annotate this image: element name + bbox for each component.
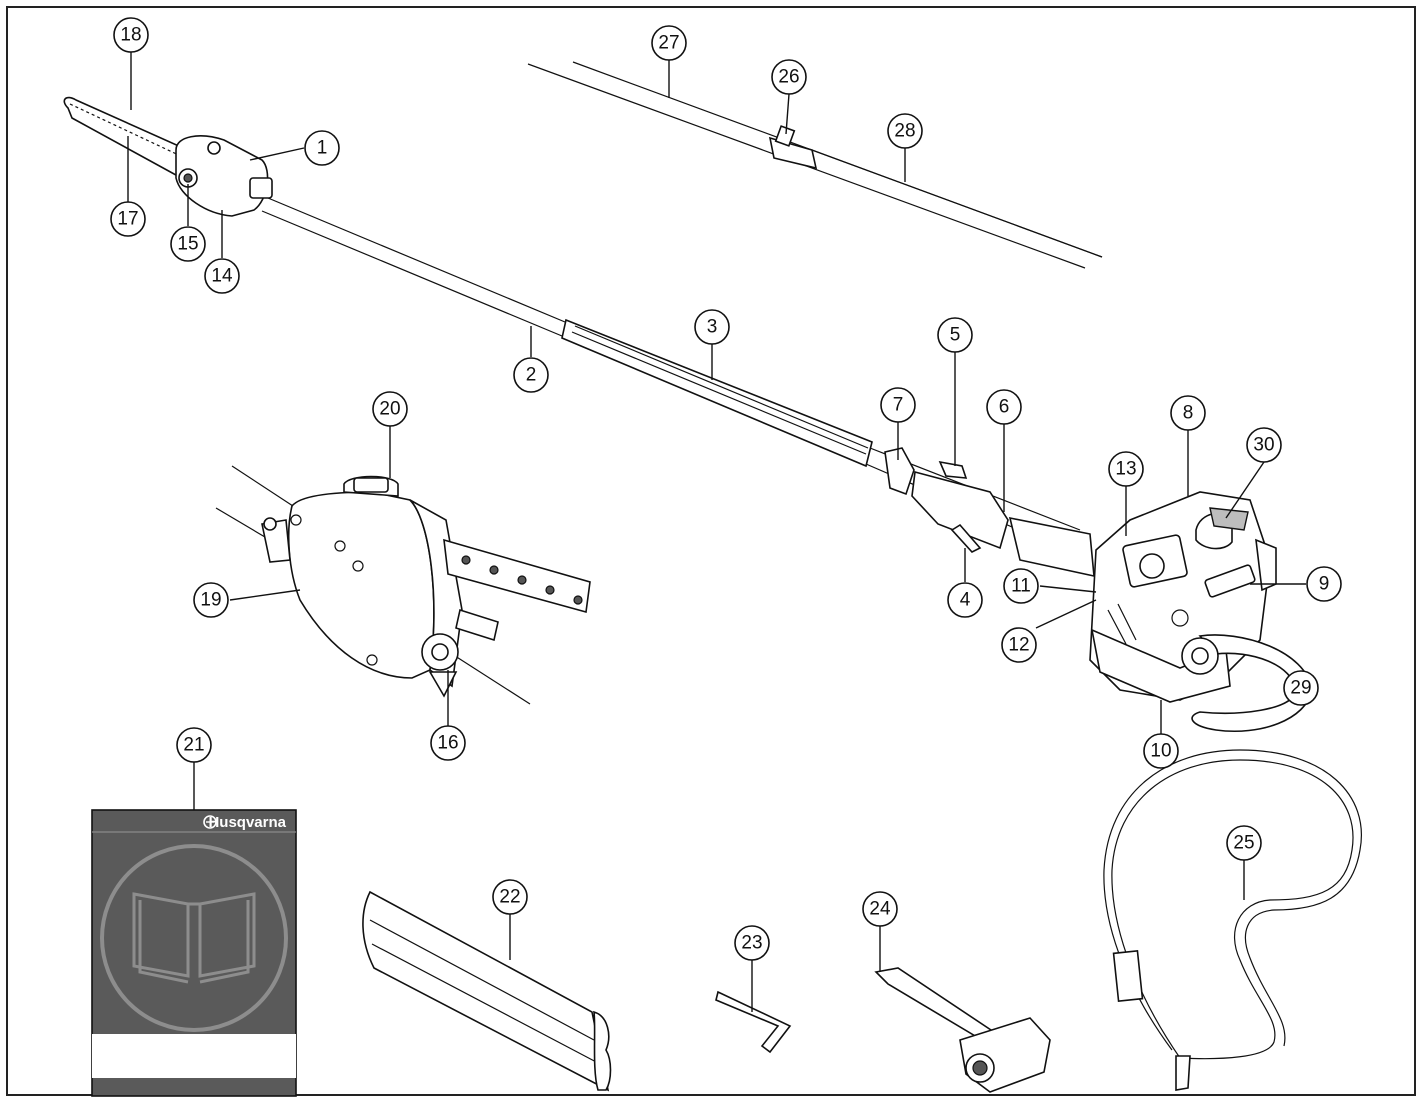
callout-24: 24 <box>862 891 898 927</box>
svg-text:8: 8 <box>1183 403 1194 424</box>
svg-text:1: 1 <box>317 138 328 159</box>
callout-25: 25 <box>1226 825 1262 861</box>
callout-7: 7 <box>880 387 916 423</box>
svg-text:6: 6 <box>999 397 1010 418</box>
engine-unit <box>1089 491 1313 733</box>
cutting-head <box>63 96 273 217</box>
callout-26: 26 <box>771 59 807 95</box>
callout-28: 28 <box>887 113 923 149</box>
callout-23: 23 <box>734 925 770 961</box>
extension-shaft <box>527 61 1103 269</box>
svg-text:4: 4 <box>960 590 971 611</box>
callout-12: 12 <box>1001 627 1037 663</box>
svg-text:17: 17 <box>117 209 138 230</box>
callout-2: 2 <box>513 357 549 393</box>
svg-text:10: 10 <box>1150 741 1171 762</box>
svg-text:16: 16 <box>437 733 458 754</box>
svg-text:23: 23 <box>741 933 762 954</box>
callout-13: 13 <box>1108 451 1144 487</box>
callout-3: 3 <box>694 309 730 345</box>
callout-14: 14 <box>204 258 240 294</box>
svg-text:28: 28 <box>894 121 915 142</box>
svg-text:12: 12 <box>1008 635 1029 656</box>
callout-20: 20 <box>372 391 408 427</box>
svg-text:2: 2 <box>526 365 537 386</box>
svg-text:29: 29 <box>1290 678 1311 699</box>
callout-1: 1 <box>304 130 340 166</box>
svg-text:3: 3 <box>707 317 718 338</box>
callout-15: 15 <box>170 226 206 262</box>
callout-18: 18 <box>113 17 149 53</box>
svg-text:20: 20 <box>379 399 400 420</box>
combination-spanner <box>874 967 1051 1093</box>
manual-brand: Husqvarna <box>208 814 286 831</box>
husqvarna-logo-icon <box>203 815 217 829</box>
svg-text:5: 5 <box>950 325 961 346</box>
svg-text:11: 11 <box>1011 576 1031 597</box>
callout-8: 8 <box>1170 395 1206 431</box>
svg-text:27: 27 <box>658 33 679 54</box>
callout-10: 10 <box>1143 733 1179 769</box>
callout-27: 27 <box>651 25 687 61</box>
open-book-icon <box>132 892 256 984</box>
callout-5: 5 <box>937 317 973 353</box>
svg-text:25: 25 <box>1233 833 1254 854</box>
callout-17: 17 <box>110 201 146 237</box>
callout-11: 11 <box>1003 568 1039 604</box>
transport-guard <box>362 890 612 1092</box>
callout-9: 9 <box>1306 566 1342 602</box>
svg-text:7: 7 <box>893 395 904 416</box>
callout-6: 6 <box>986 389 1022 425</box>
callout-29: 29 <box>1283 670 1319 706</box>
svg-text:26: 26 <box>778 67 799 88</box>
svg-text:15: 15 <box>177 234 198 255</box>
svg-text:22: 22 <box>499 887 520 908</box>
callout-21: 21 <box>176 727 212 763</box>
callout-19: 19 <box>193 582 229 618</box>
svg-text:21: 21 <box>183 735 204 756</box>
callout-22: 22 <box>492 879 528 915</box>
svg-text:13: 13 <box>1115 459 1136 480</box>
callout-30: 30 <box>1246 427 1282 463</box>
diagram-frame <box>6 6 1416 1096</box>
svg-text:30: 30 <box>1253 435 1274 456</box>
svg-text:24: 24 <box>869 899 891 920</box>
main-pole <box>261 197 1095 578</box>
svg-text:14: 14 <box>211 266 233 287</box>
callout-16: 16 <box>430 725 466 761</box>
svg-text:18: 18 <box>120 25 141 46</box>
harness-strap <box>1103 749 1362 1091</box>
cutting-head-detail <box>215 465 591 705</box>
hex-key <box>715 990 792 1054</box>
chain-links <box>461 555 583 605</box>
leader-lines <box>127 52 1306 1012</box>
svg-text:9: 9 <box>1319 574 1330 595</box>
callout-4: 4 <box>947 582 983 618</box>
svg-text:19: 19 <box>200 590 221 611</box>
operators-manual: Husqvarna <box>91 809 297 1097</box>
